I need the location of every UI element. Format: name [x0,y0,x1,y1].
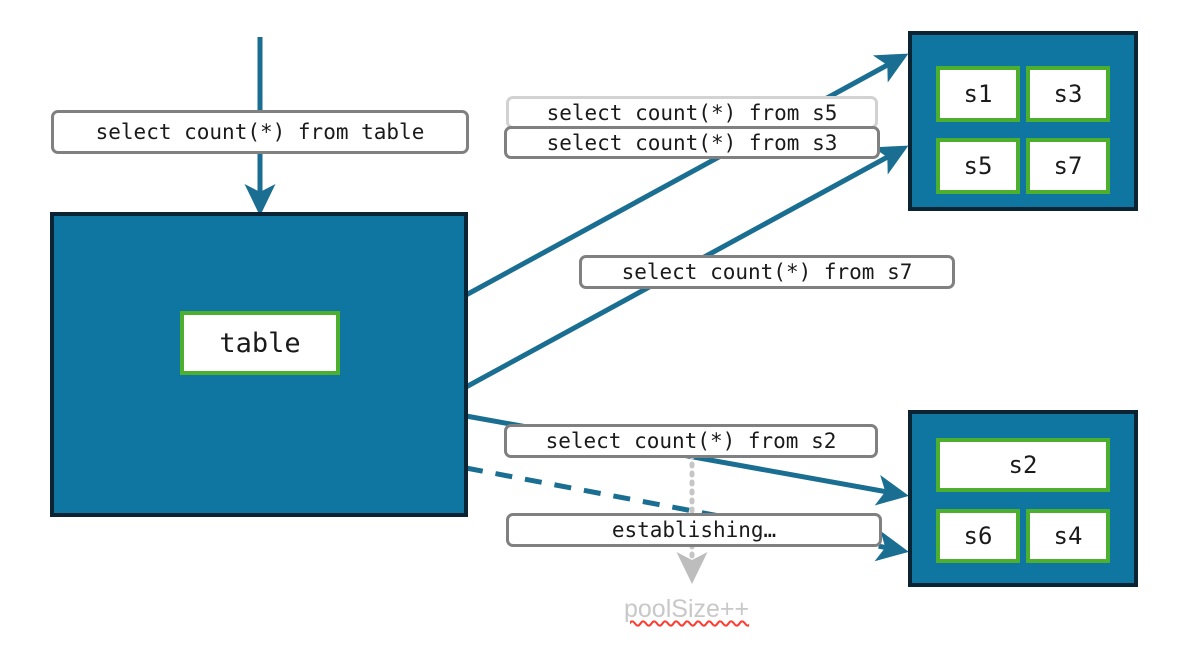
chip-root-query[interactable]: select count(*) from table [51,110,469,154]
chip-query-s2[interactable]: select count(*) from s2 [504,424,878,458]
node-s4[interactable]: s4 [1026,509,1110,563]
table-container [50,212,468,517]
node-s1[interactable]: s1 [936,66,1020,122]
chip-query-s7[interactable]: select count(*) from s7 [579,255,955,289]
chip-establishing[interactable]: establishing… [506,513,882,547]
node-s6[interactable]: s6 [936,509,1020,563]
node-table[interactable]: table [180,311,340,375]
chip-query-s5[interactable]: select count(*) from s5 [506,96,878,129]
node-s2[interactable]: s2 [936,438,1110,492]
chip-query-s3[interactable]: select count(*) from s3 [504,126,880,159]
node-s7[interactable]: s7 [1026,138,1110,194]
poolsize-increment-text: poolSize++ [624,595,750,623]
node-s3[interactable]: s3 [1026,66,1110,122]
node-s5[interactable]: s5 [936,138,1020,194]
